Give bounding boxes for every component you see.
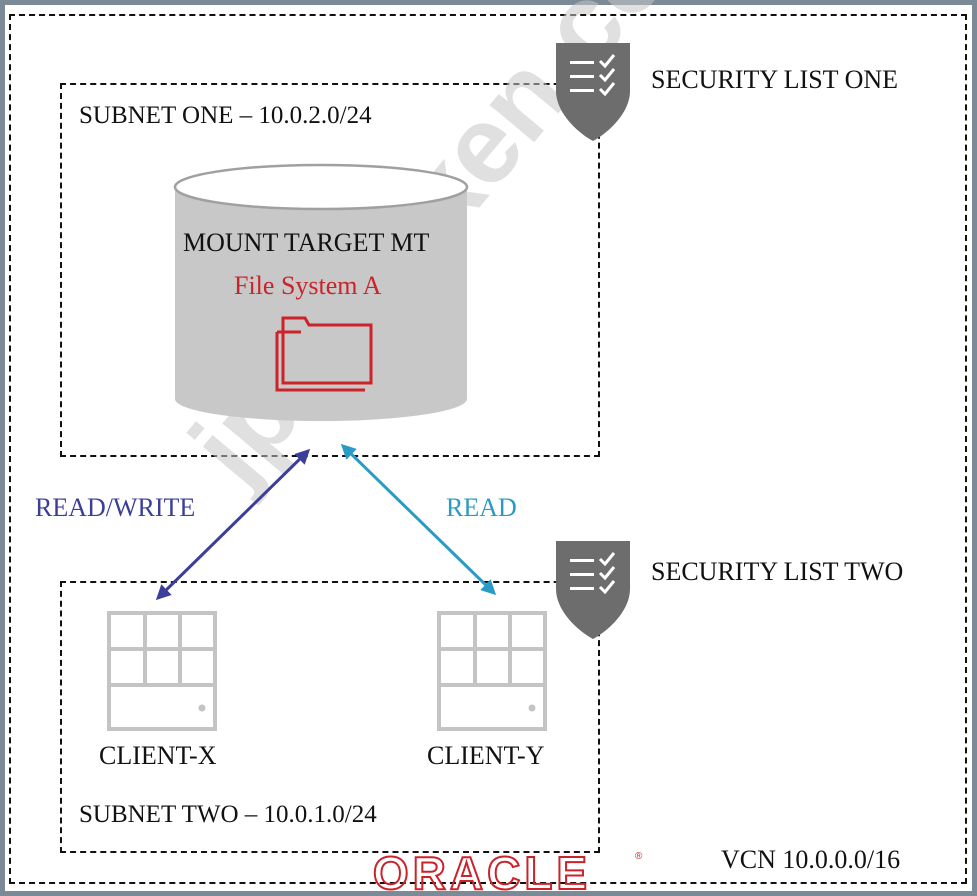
subnet-one-label: SUBNET ONE – 10.0.2.0/24 [79, 102, 372, 129]
oracle-logo: ORACLE ® [372, 846, 643, 896]
security-list-one-label: SECURITY LIST ONE [651, 65, 898, 94]
subnet-two-box [60, 581, 600, 853]
read-link [340, 443, 497, 596]
diagram-frame: jpnshiken.com [5, 0, 972, 896]
client-x-label: CLIENT-X [99, 741, 217, 770]
diagram-graphics: ORACLE ® [107, 43, 643, 896]
security-list-one-shield-icon [556, 43, 630, 141]
subnet-one-box [60, 83, 600, 457]
read-write-label: READ/WRITE [35, 493, 196, 522]
vcn-label: VCN 10.0.0.0/16 [721, 845, 901, 874]
mount-target-cylinder [173, 163, 469, 421]
svg-text:ORACLE: ORACLE [373, 847, 591, 896]
security-list-two-label: SECURITY LIST TWO [651, 557, 904, 586]
read-write-link [155, 448, 311, 601]
security-list-two-shield-icon [556, 541, 630, 639]
client-y-label: CLIENT-Y [427, 741, 545, 770]
folder-icon [275, 316, 373, 392]
subnet-two-label: SUBNET TWO – 10.0.1.0/24 [79, 801, 377, 828]
file-system-label: File System A [234, 271, 382, 300]
client-x-server-icon [107, 611, 217, 731]
vcn-boundary [9, 14, 967, 884]
svg-text:®: ® [635, 851, 643, 862]
read-label: READ [446, 493, 517, 522]
client-y-server-icon [437, 611, 547, 731]
mount-target-label: MOUNT TARGET MT [183, 228, 430, 257]
